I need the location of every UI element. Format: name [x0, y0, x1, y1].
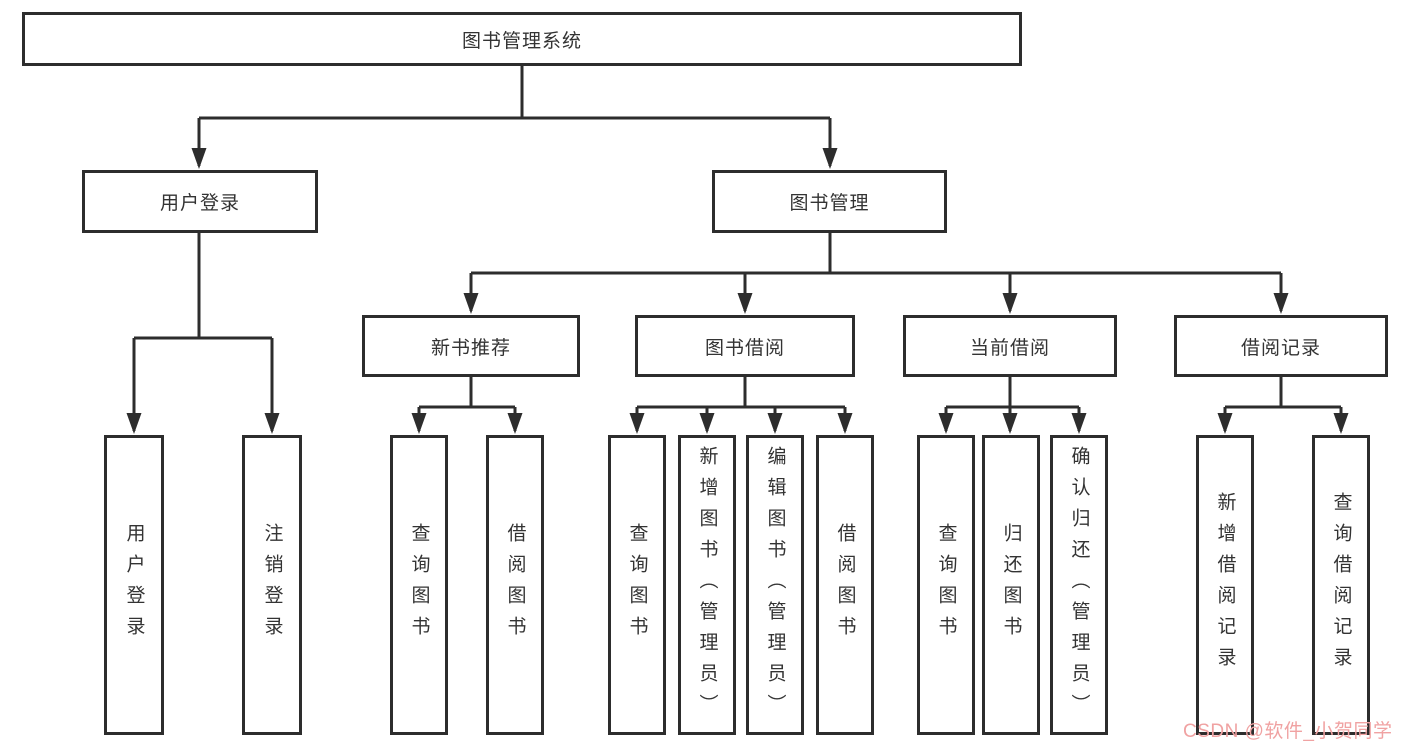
- node-book-borrow: 图书借阅: [635, 315, 855, 377]
- node-library-management-system: 图书管理系统: [22, 12, 1022, 66]
- leaf-borrow-borrow-books: 借阅图书: [816, 435, 874, 735]
- node-new-book-recommend: 新书推荐: [362, 315, 580, 377]
- leaf-current-return-books: 归还图书: [982, 435, 1040, 735]
- node-borrow-records: 借阅记录: [1174, 315, 1388, 377]
- leaf-borrow-edit-books-admin: 编辑图书（管理员）: [746, 435, 804, 735]
- leaf-records-add-record: 新增借阅记录: [1196, 435, 1254, 735]
- leaf-recommend-borrow-books: 借阅图书: [486, 435, 544, 735]
- leaf-borrow-query-books: 查询图书: [608, 435, 666, 735]
- leaf-current-confirm-return-admin: 确认归还（管理员）: [1050, 435, 1108, 735]
- leaf-recommend-query-books: 查询图书: [390, 435, 448, 735]
- leaf-borrow-add-books-admin: 新增图书（管理员）: [678, 435, 736, 735]
- node-current-borrow: 当前借阅: [903, 315, 1117, 377]
- node-user-login: 用户登录: [82, 170, 318, 233]
- leaf-user-login: 用户登录: [104, 435, 164, 735]
- leaf-logout: 注销登录: [242, 435, 302, 735]
- leaf-records-query-record: 查询借阅记录: [1312, 435, 1370, 735]
- leaf-current-query-books: 查询图书: [917, 435, 975, 735]
- csdn-watermark: CSDN @软件_小贺同学: [1183, 721, 1393, 742]
- node-book-management: 图书管理: [712, 170, 947, 233]
